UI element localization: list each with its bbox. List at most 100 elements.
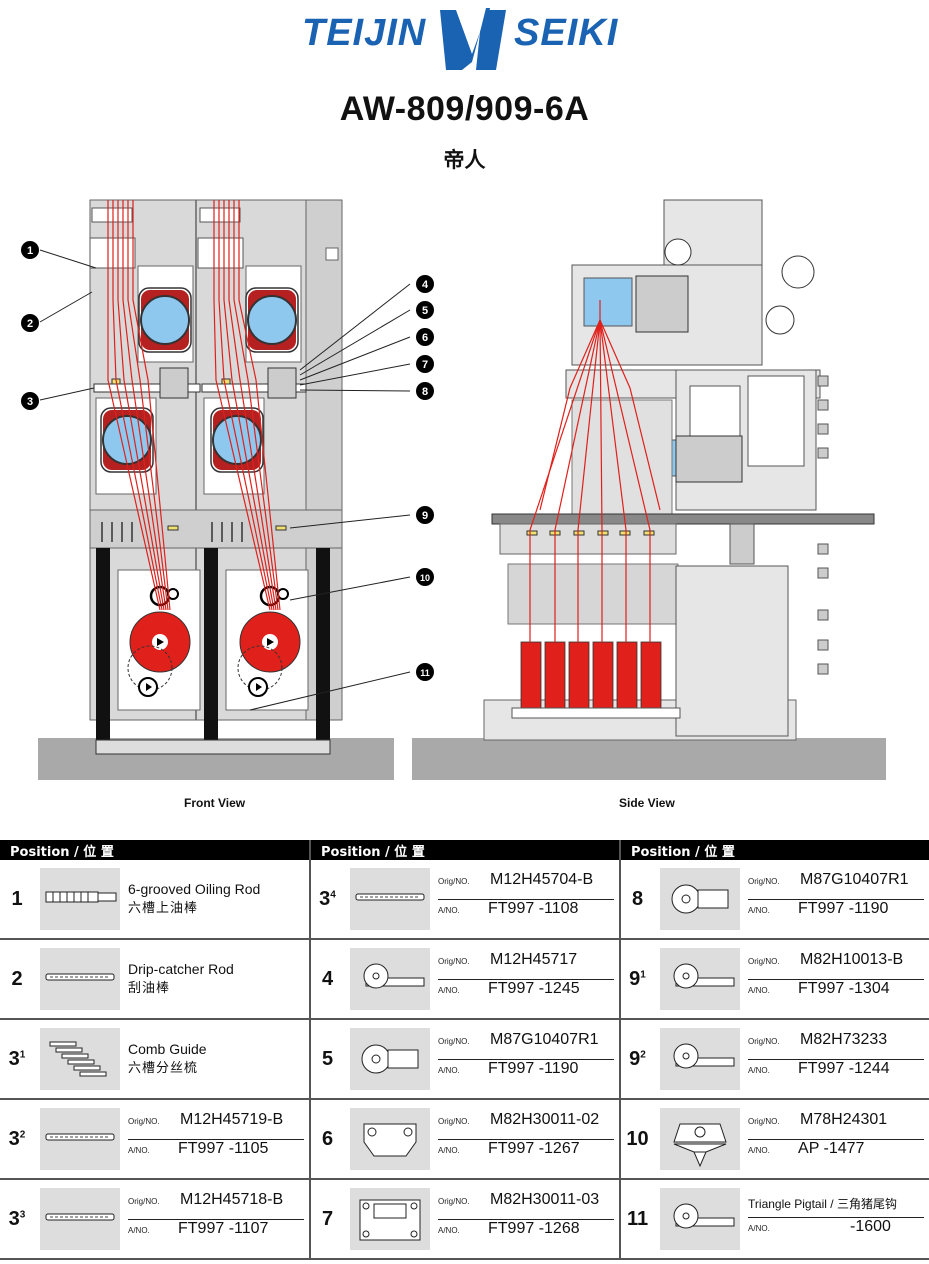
pigtail-guide-icon	[363, 963, 425, 989]
ano-number: FT997 -1107	[178, 1219, 269, 1237]
position-value: 9	[629, 1047, 641, 1070]
orig-label: Orig/NO.	[438, 1116, 470, 1126]
part-picture	[34, 939, 124, 1020]
callout-4: 4	[422, 279, 429, 291]
column-header: Position / 位 置	[620, 840, 929, 860]
position-value: 2	[11, 967, 23, 990]
part-picture	[654, 1099, 745, 1180]
ano-label: A/NO.	[438, 985, 460, 995]
part-picture	[344, 860, 434, 940]
orig-number: M12H45717	[490, 950, 578, 968]
callout-6: 6	[422, 332, 428, 344]
position-number: 7	[310, 1179, 344, 1260]
ano-number: FT997 -1108	[488, 899, 579, 917]
front-view: 1 2 3 4 5 6 7 8 9 10 11	[21, 199, 434, 780]
orig-number: M82H30011-02	[490, 1110, 600, 1128]
callout-2: 2	[27, 318, 33, 330]
position-value: 1	[11, 887, 23, 910]
orig-number: M87G10407R1	[800, 870, 909, 888]
position-number: 5	[310, 1019, 344, 1100]
position-value: 3	[8, 1127, 20, 1150]
pigtail-guide-icon	[673, 963, 735, 989]
part-picture	[34, 1099, 124, 1180]
part-name: Drip-catcher Rod	[128, 961, 234, 977]
part-name: Comb Guide	[128, 1041, 207, 1057]
ano-label: A/NO.	[438, 1145, 460, 1155]
position-value: 10	[626, 1127, 649, 1150]
callout-11: 11	[420, 668, 430, 678]
ano-label: A/NO.	[748, 985, 770, 995]
part-picture	[344, 939, 434, 1020]
orig-label: Orig/NO.	[748, 956, 780, 966]
front-view-caption: Front View	[184, 796, 246, 810]
position-suffix: 4	[330, 888, 336, 900]
orig-label: Orig/NO.	[438, 1196, 470, 1206]
part-name-chinese: 六槽上油棒	[128, 901, 199, 916]
oiling-rod-icon	[45, 891, 117, 903]
brand-emblem-icon	[440, 8, 506, 70]
rod-icon	[45, 1213, 115, 1221]
column-header: Position / 位 置	[0, 840, 311, 860]
ano-number: FT997 -1105	[178, 1139, 269, 1157]
position-number: 4	[310, 939, 344, 1020]
side-view-caption: Side View	[619, 796, 675, 810]
ano-number: FT997 -1267	[488, 1139, 580, 1157]
drip-rod-icon	[45, 973, 115, 981]
side-view	[412, 199, 886, 780]
orig-number: M78H24301	[800, 1110, 888, 1128]
bracket-plate-icon	[359, 1199, 421, 1241]
ano-label: A/NO.	[128, 1225, 150, 1235]
orig-label: Orig/NO.	[438, 1036, 470, 1046]
orig-label: Orig/NO.	[748, 1036, 780, 1046]
rod-icon	[45, 1133, 115, 1141]
orig-number: M82H10013-B	[800, 950, 904, 968]
ano-number: FT997 -1190	[488, 1059, 579, 1077]
brand-left: TEIJIN	[302, 12, 427, 54]
position-value: 3	[8, 1047, 20, 1070]
callout-10: 10	[420, 573, 430, 583]
orig-number: M12H45718-B	[180, 1190, 284, 1208]
part-name-chinese: 六槽分丝梳	[128, 1061, 199, 1076]
orig-label: Orig/NO.	[748, 876, 780, 886]
callout-5: 5	[422, 305, 428, 317]
part-name-chinese: 刮油棒	[128, 981, 171, 996]
model-title: AW-809/909-6A	[339, 90, 590, 128]
chinese-subtitle: 帝人	[443, 148, 486, 172]
pigtail-guide-icon	[673, 1203, 735, 1229]
ano-label: A/NO.	[438, 905, 460, 915]
table-header-row: Position / 位 置 Position / 位 置 Position /…	[0, 840, 929, 860]
position-number: 91	[620, 939, 655, 1020]
position-number: 8	[620, 860, 655, 940]
callout-7: 7	[422, 359, 428, 371]
orig-label: Orig/NO.	[438, 956, 470, 966]
rod-icon	[355, 893, 425, 901]
ano-label: A/NO.	[438, 1225, 460, 1235]
brand-right: SEIKI	[514, 12, 619, 54]
ano-number: FT997 -1245	[488, 979, 580, 997]
part-picture	[344, 1099, 434, 1180]
column-header: Position / 位 置	[310, 840, 622, 860]
position-number: 34	[310, 860, 344, 940]
ano-number: AP -1477	[798, 1139, 865, 1157]
position-number: 1	[0, 860, 34, 940]
position-number: 32	[0, 1099, 34, 1180]
machine-diagram: 1 2 3 4 5 6 7 8 9 10 11	[21, 199, 886, 780]
position-number: 6	[310, 1099, 344, 1180]
position-suffix: 2	[640, 1048, 646, 1060]
traverse-guide-icon	[673, 1123, 727, 1167]
orig-label: Orig/NO.	[128, 1196, 160, 1206]
position-number: 10	[620, 1099, 655, 1180]
callout-1: 1	[27, 245, 33, 257]
position-value: 9	[629, 967, 641, 990]
